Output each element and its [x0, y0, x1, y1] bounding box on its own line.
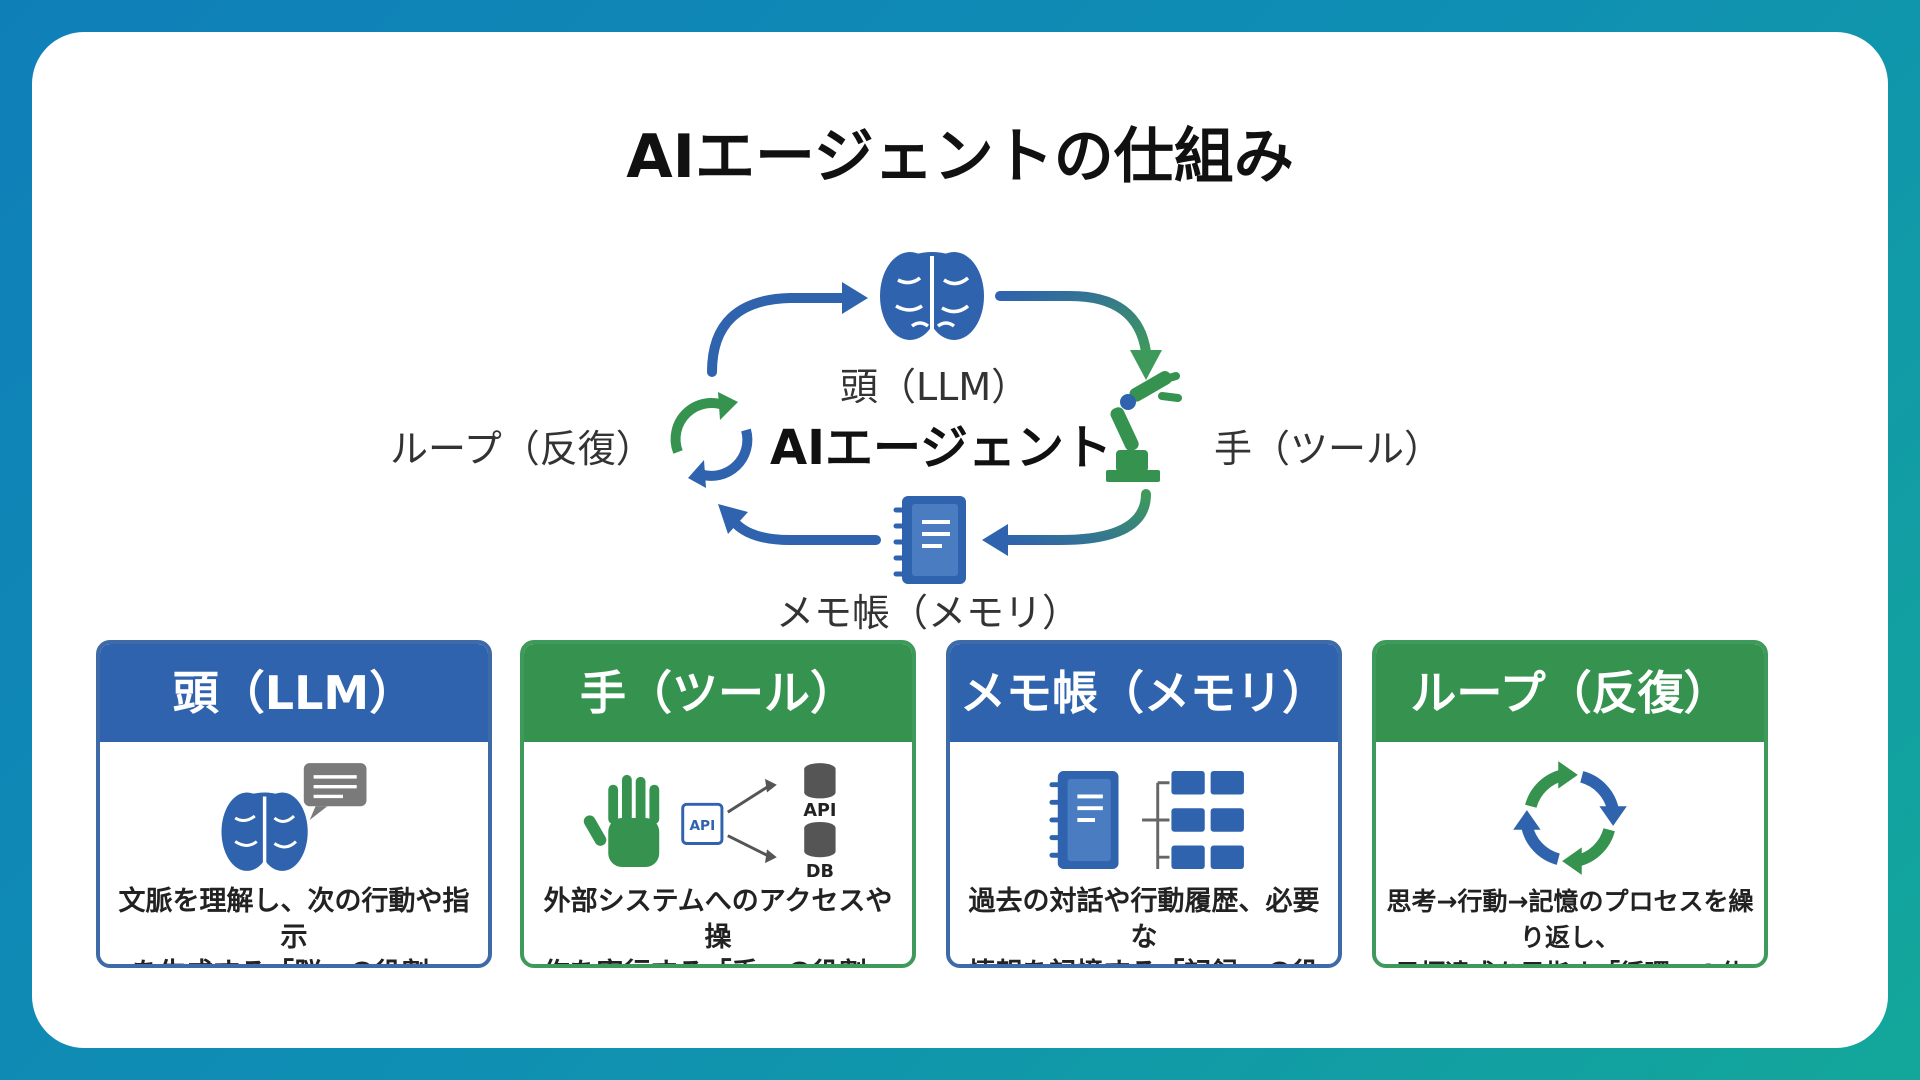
- card-memo: メモ帳（メモリ） 過去の対話や行動履歴、必要な 情報を記憶する「記録」の役割。: [946, 640, 1342, 968]
- api-db-label: API: [803, 801, 836, 821]
- card-loop: ループ（反復） 思考→行動→記憶のプロセスを繰り返し、 目標達成を目指す「循環」…: [1372, 640, 1768, 968]
- brain-chat-icon: [221, 763, 367, 871]
- card-loop-desc-line2: 目標達成を目指す「循環」の仕組み。: [1386, 956, 1754, 964]
- label-loop: ループ（反復）: [390, 427, 654, 471]
- card-brain-desc: 文脈を理解し、次の行動や指示 を生成する「脳」の役割。: [110, 884, 478, 964]
- notebook-folders-icon: [1049, 770, 1244, 869]
- card-memo-title: メモ帳（メモリ）: [950, 644, 1338, 742]
- card-memo-desc-line1: 過去の対話や行動履歴、必要な: [968, 886, 1320, 953]
- cycle-arrows-icon: [1513, 761, 1627, 875]
- card-loop-title: ループ（反復）: [1376, 644, 1764, 742]
- label-memo: メモ帳（メモリ）: [776, 591, 1081, 635]
- card-brain-desc-line2: を生成する「脳」の役割。: [110, 956, 478, 964]
- card-brain: 頭（LLM） 文脈を理解し、次の行動や指示 を生成する「脳」の役割。: [96, 640, 492, 968]
- card-tool-desc-line1: 外部システムへのアクセスや操: [543, 886, 893, 953]
- center-label: AIエージェント: [770, 420, 1113, 476]
- card-memo-desc: 過去の対話や行動履歴、必要な 情報を記憶する「記録」の役割。: [960, 884, 1328, 964]
- db-label: DB: [806, 862, 834, 882]
- card-loop-desc: 思考→行動→記憶のプロセスを繰り返し、 目標達成を目指す「循環」の仕組み。: [1386, 884, 1754, 964]
- api-chip-label: API: [689, 818, 715, 834]
- page-title: AIエージェントの仕組み: [626, 122, 1294, 192]
- card-loop-desc-line1: 思考→行動→記憶のプロセスを繰り返し、: [1386, 887, 1754, 952]
- card-tool-desc: 外部システムへのアクセスや操 作を実行する「手」の役割。: [534, 884, 902, 964]
- label-tool: 手（ツール）: [1214, 427, 1443, 471]
- card-tool: 手（ツール） API API DB 外部システムへのアクセスや操 作を実行: [520, 640, 916, 968]
- card-brain-desc-line1: 文脈を理解し、次の行動や指示: [118, 886, 470, 953]
- card-tool-title: 手（ツール）: [524, 644, 912, 742]
- card-tool-desc-line2: 作を実行する「手」の役割。: [534, 956, 902, 964]
- card-brain-title: 頭（LLM）: [100, 644, 488, 742]
- hand-api-db-icon: API API DB: [583, 763, 836, 882]
- card-memo-desc-line2: 情報を記憶する「記録」の役割。: [960, 956, 1328, 964]
- label-brain: 頭（LLM）: [840, 365, 1030, 409]
